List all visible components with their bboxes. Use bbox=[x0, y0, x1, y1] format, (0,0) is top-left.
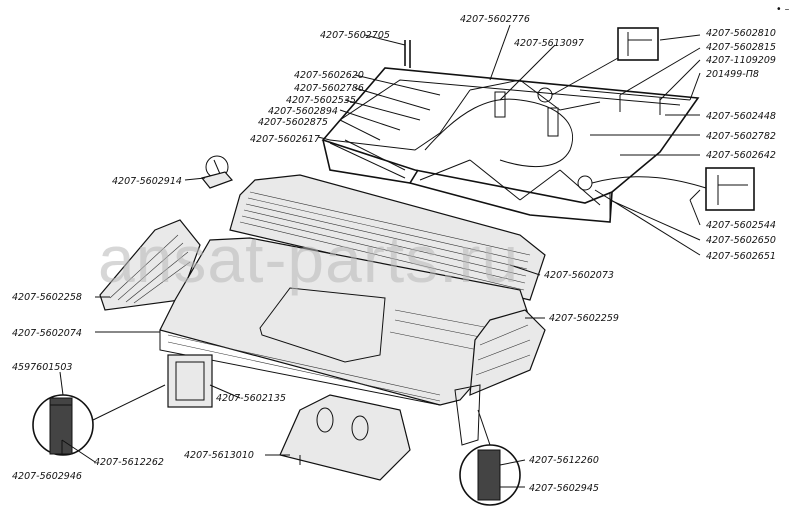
label-4207-5602650: 4207-5602650 bbox=[706, 235, 776, 246]
part-labels: 4207-5602705 4207-5602776 4207-5613097 4… bbox=[12, 14, 776, 494]
seat-box bbox=[159, 237, 531, 406]
label-4597601503: 4597601503 bbox=[12, 362, 72, 373]
label-4207-5602258: 4207-5602258 bbox=[12, 292, 82, 303]
hinge-bracket bbox=[200, 155, 234, 189]
detail-inset-top-right bbox=[551, 27, 659, 96]
backrest bbox=[229, 174, 546, 301]
label-4207-5602259: 4207-5602259 bbox=[549, 313, 619, 324]
label-4207-5602544: 4207-5602544 bbox=[706, 220, 776, 231]
label-4207-5602535: 4207-5602535 bbox=[286, 95, 356, 106]
label-4207-5602705: 4207-5602705 bbox=[320, 30, 390, 41]
seat-frame bbox=[321, 40, 700, 223]
label-4207-5602135: 4207-5602135 bbox=[216, 393, 286, 404]
corner-mark: • – bbox=[776, 4, 790, 15]
label-4207-5602815: 4207-5602815 bbox=[706, 42, 776, 53]
label-4207-5602946: 4207-5602946 bbox=[12, 471, 82, 482]
label-4207-5602894: 4207-5602894 bbox=[268, 106, 338, 117]
label-4207-5602073: 4207-5602073 bbox=[544, 270, 614, 281]
label-4207-5612262: 4207-5612262 bbox=[94, 457, 164, 468]
watermark: ansat-parts.ru bbox=[98, 222, 519, 296]
section-detail-right bbox=[459, 409, 521, 506]
label-4207-5602617: 4207-5602617 bbox=[250, 134, 320, 145]
label-4207-5602642: 4207-5602642 bbox=[706, 150, 776, 161]
label-4207-5602914: 4207-5602914 bbox=[112, 176, 182, 187]
right-end-panel bbox=[454, 309, 546, 446]
bottom-plate bbox=[279, 394, 411, 481]
label-4207-5602776: 4207-5602776 bbox=[460, 14, 530, 25]
label-4207-5602945: 4207-5602945 bbox=[529, 483, 599, 494]
label-4207-5613097: 4207-5613097 bbox=[514, 38, 584, 49]
label-4207-5602782: 4207-5602782 bbox=[706, 131, 776, 142]
label-4207-5602074: 4207-5602074 bbox=[12, 328, 82, 339]
label-4207-5602786: 4207-5602786 bbox=[294, 83, 364, 94]
vent-grille bbox=[167, 354, 213, 408]
label-4207-5602651: 4207-5602651 bbox=[706, 251, 776, 262]
label-4207-5612260: 4207-5612260 bbox=[529, 455, 599, 466]
label-201499-p8: 201499-П8 bbox=[706, 69, 759, 80]
label-4207-1109209: 4207-1109209 bbox=[706, 55, 776, 66]
label-4207-5613010: 4207-5613010 bbox=[184, 450, 254, 461]
leader-lines bbox=[59, 24, 701, 488]
label-4207-5602448: 4207-5602448 bbox=[706, 111, 776, 122]
detail-inset-right bbox=[591, 167, 755, 211]
section-detail-left bbox=[32, 384, 166, 456]
label-4207-5602810: 4207-5602810 bbox=[706, 28, 776, 39]
label-4207-5602875: 4207-5602875 bbox=[258, 117, 328, 128]
label-4207-5602620: 4207-5602620 bbox=[294, 70, 364, 81]
